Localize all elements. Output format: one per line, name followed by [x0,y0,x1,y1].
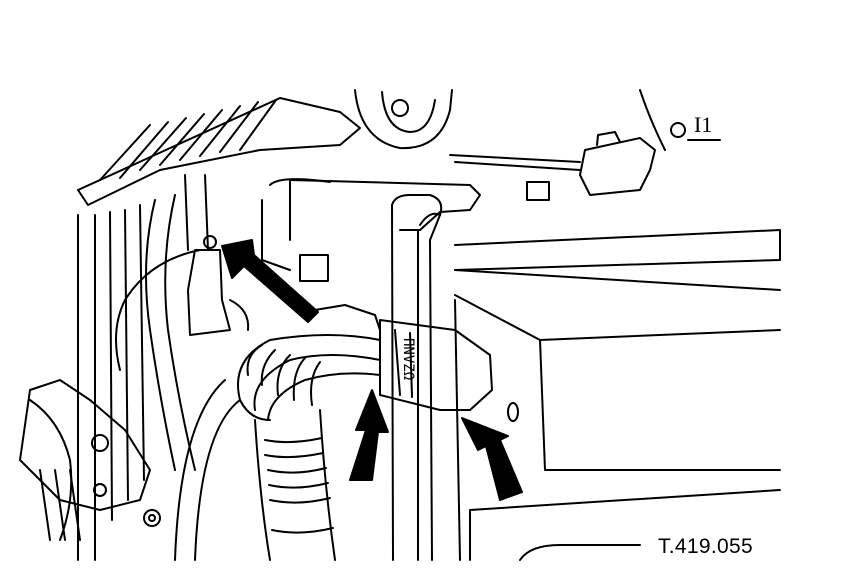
vertical-pipe [391,194,443,561]
arrow-center [349,389,389,481]
connector-marking: ΠNVZΩ [400,338,416,381]
lower-left-bracket [19,379,161,541]
reference-code: T.419.055 [658,535,753,558]
left-bodywork-panel [77,97,361,561]
arrow-lower-right [461,417,523,501]
top-sensor [449,122,721,201]
top-pulley [354,89,666,151]
housing-bolt [507,402,519,422]
housing-box [261,178,781,561]
wiring-harness [174,334,381,561]
arrow-upper-left [221,239,319,323]
connector-plug [314,304,493,411]
callout-label: I1 [694,112,713,137]
left-cable [115,174,250,371]
